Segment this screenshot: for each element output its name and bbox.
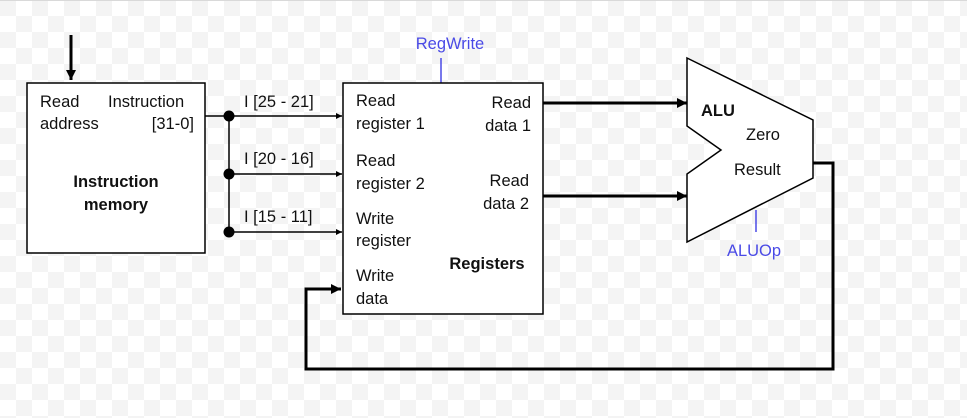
read-address-label-read: Read <box>40 93 79 111</box>
read-register1-label-2: register 1 <box>356 115 425 133</box>
read-data2-label-1: Read <box>490 172 529 190</box>
alu-title: ALU <box>701 102 735 120</box>
read-register2-label-2: register 2 <box>356 175 425 193</box>
instruction-output-label: Instruction <box>108 93 184 111</box>
read-register2-label-1: Read <box>356 152 395 170</box>
regwrite-label: RegWrite <box>416 35 484 53</box>
write-data-label-2: data <box>356 290 389 308</box>
alu-zero-label: Zero <box>746 126 780 144</box>
field-rs-label: I [25 - 21] <box>244 93 314 111</box>
read-address-label-address: address <box>40 115 99 133</box>
field-rt-label: I [20 - 16] <box>244 150 314 168</box>
read-data1-label-2: data 1 <box>485 117 531 135</box>
instruction-memory-block <box>26 82 206 254</box>
write-register-label-1: Write <box>356 210 394 228</box>
instruction-memory-title-1: Instruction <box>73 173 158 191</box>
register-file-block <box>342 82 544 315</box>
top-border-line <box>0 0 967 1</box>
field-rd-label: I [15 - 11] <box>244 208 312 226</box>
alu-result-label: Result <box>734 161 781 179</box>
read-data1-label-1: Read <box>492 94 531 112</box>
read-data2-label-2: data 2 <box>483 195 529 213</box>
registers-title: Registers <box>449 255 524 273</box>
instruction-memory-title-2: memory <box>84 196 149 214</box>
write-register-label-2: register <box>356 232 412 250</box>
read-register1-label-1: Read <box>356 92 395 110</box>
write-data-label-1: Write <box>356 267 394 285</box>
alu-shape <box>686 56 814 244</box>
write-back-bus <box>304 161 835 371</box>
aluop-label: ALUOp <box>727 242 781 260</box>
instruction-bits-label: [31-0] <box>152 115 194 133</box>
